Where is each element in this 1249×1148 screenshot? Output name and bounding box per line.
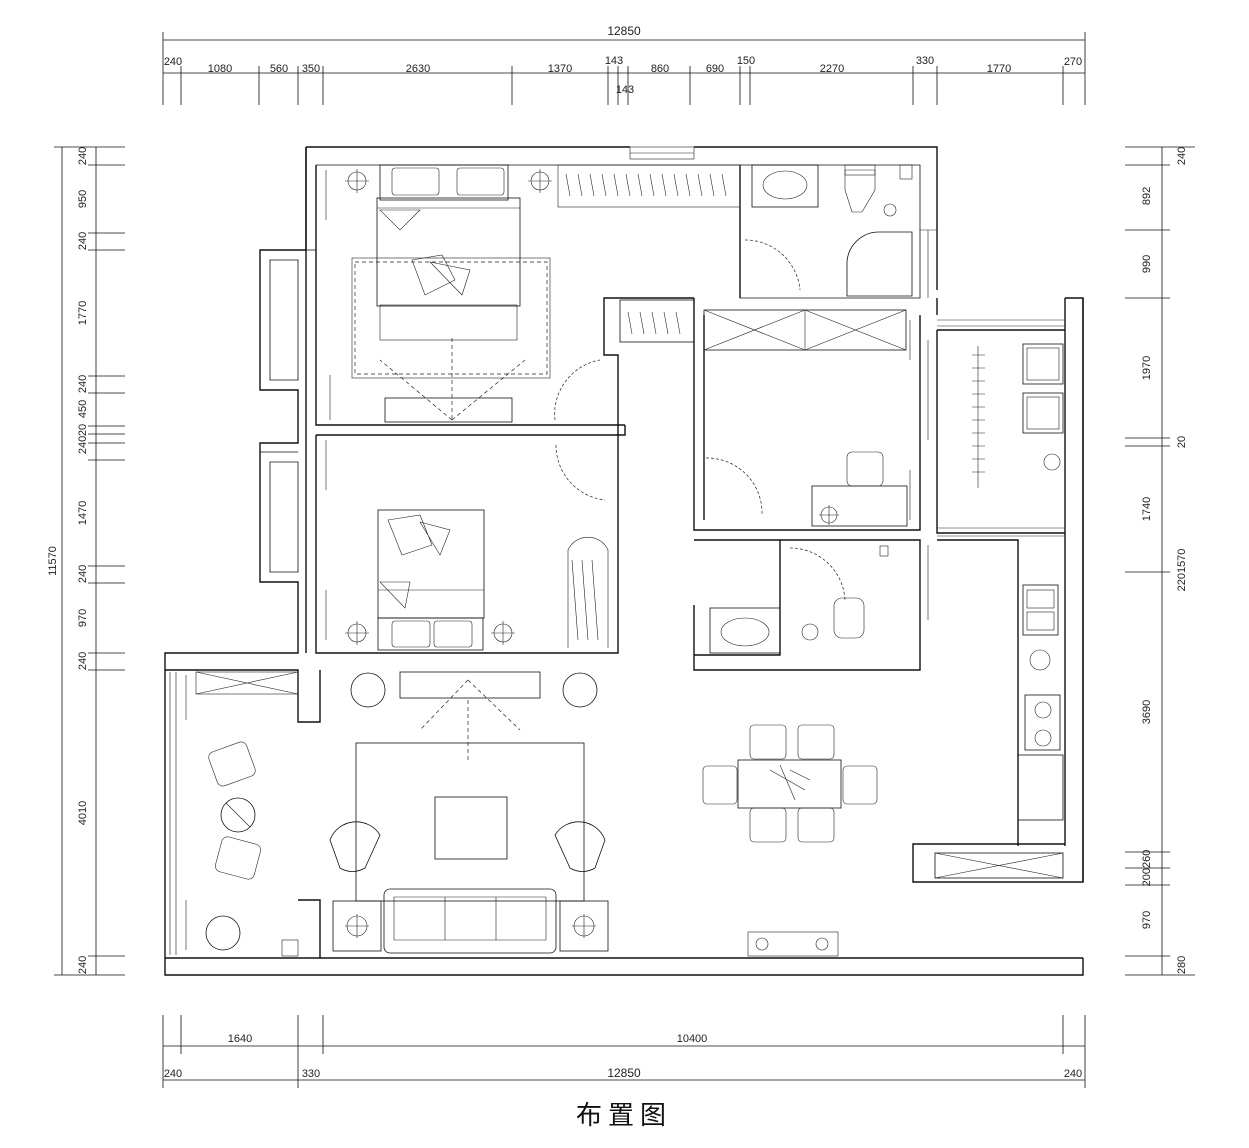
living-room [195, 671, 839, 957]
left-dim: 970 [77, 609, 89, 627]
top-dim: 690 [706, 63, 724, 75]
top-dim: 350 [302, 63, 320, 75]
tv-cabinet [399, 671, 541, 699]
left-dim: 1470 [77, 501, 89, 525]
bottom-dim: 330 [302, 1068, 320, 1080]
chair [749, 807, 787, 843]
kitchen-cabinet [934, 852, 1064, 879]
left-dim: 450 [77, 400, 89, 418]
bottom-dimension-chain: 1640 10400 240 330 12850 240 [162, 1015, 1086, 1088]
left-total-dim: 11570 [47, 546, 59, 576]
bottom-dim: 10400 [677, 1033, 708, 1045]
top-dim: 270 [1064, 56, 1082, 68]
top-dim: 150 [737, 55, 755, 67]
left-dim: 240 [77, 147, 89, 165]
top-dim: 1770 [987, 63, 1011, 75]
bed [377, 509, 485, 619]
plant-icon [350, 672, 386, 708]
bottom-total-dim: 12850 [607, 1066, 641, 1080]
right-dim: 970 [1141, 911, 1153, 929]
side-table [220, 797, 256, 833]
top-dim: 330 [916, 55, 934, 67]
bottom-dim: 240 [164, 1068, 182, 1080]
chair [797, 807, 835, 843]
master-bedroom [325, 164, 741, 423]
left-dim: 240 [77, 652, 89, 670]
balcony [185, 675, 299, 957]
top-dim: 860 [651, 63, 669, 75]
right-dim: 280 [1176, 956, 1188, 974]
coffee-table [434, 796, 508, 860]
left-dimension-chain: 11570 240 950 240 1770 240 450 20 240 14… [47, 146, 125, 976]
right-dim: 990 [1141, 255, 1153, 273]
tv-cabinet [384, 397, 513, 423]
right-dim: 20 [1176, 436, 1188, 448]
chair [797, 724, 835, 760]
kitchen [934, 343, 1064, 879]
top-dim: 560 [270, 63, 288, 75]
top-dim: 1080 [208, 63, 232, 75]
dining-area [702, 724, 878, 843]
left-dim: 240 [77, 232, 89, 250]
chair [215, 836, 261, 880]
right-dim: 240 [1176, 147, 1188, 165]
bottom-dim: 240 [1064, 1068, 1082, 1080]
chair [842, 765, 878, 805]
chair [846, 451, 884, 487]
desk [811, 485, 908, 527]
armchair [329, 821, 381, 872]
left-dim: 1770 [77, 301, 89, 325]
left-dim: 240 [77, 375, 89, 393]
right-dim: 3690 [1141, 700, 1153, 724]
sofa [383, 888, 557, 954]
bathroom-top [744, 164, 913, 297]
drawing-title: 布置图 [576, 1101, 672, 1131]
left-dim: 20 [77, 424, 89, 436]
right-dim: 2201570 [1176, 549, 1188, 592]
dining-table [737, 759, 842, 809]
bed [376, 197, 521, 307]
left-dim: 240 [77, 565, 89, 583]
top-dimension-chain: 12850 240 1080 560 350 2630 1370 143 860… [162, 24, 1086, 105]
right-dim: 1970 [1141, 356, 1153, 380]
chair [208, 741, 256, 787]
top-dim-extra: 143 [616, 84, 634, 96]
bathroom-bottom [709, 545, 889, 654]
top-dim: 2270 [820, 63, 844, 75]
left-dim: 240 [77, 956, 89, 974]
plant-icon [562, 672, 598, 708]
armchair [554, 821, 606, 872]
top-total-dim: 12850 [607, 24, 641, 38]
right-dimension-chain: 240 892 990 1970 20 1740 2201570 3690 20… [1125, 146, 1195, 976]
left-dim: 240 [77, 436, 89, 454]
top-dim: 1370 [548, 63, 572, 75]
top-dim: 2630 [406, 63, 430, 75]
bottom-dim: 1640 [228, 1033, 252, 1045]
left-dim: 4010 [77, 801, 89, 825]
right-dim: 200260 [1141, 850, 1153, 887]
walls [164, 146, 1084, 976]
top-dim: 143 [605, 55, 623, 67]
chair [702, 765, 738, 805]
chair [749, 724, 787, 760]
right-dim: 1740 [1141, 497, 1153, 521]
top-dim: 240 [164, 56, 182, 68]
plant-icon [205, 915, 241, 951]
left-dim: 950 [77, 190, 89, 208]
study-room [619, 299, 911, 527]
second-bedroom [325, 440, 609, 651]
right-dim: 892 [1141, 187, 1153, 205]
